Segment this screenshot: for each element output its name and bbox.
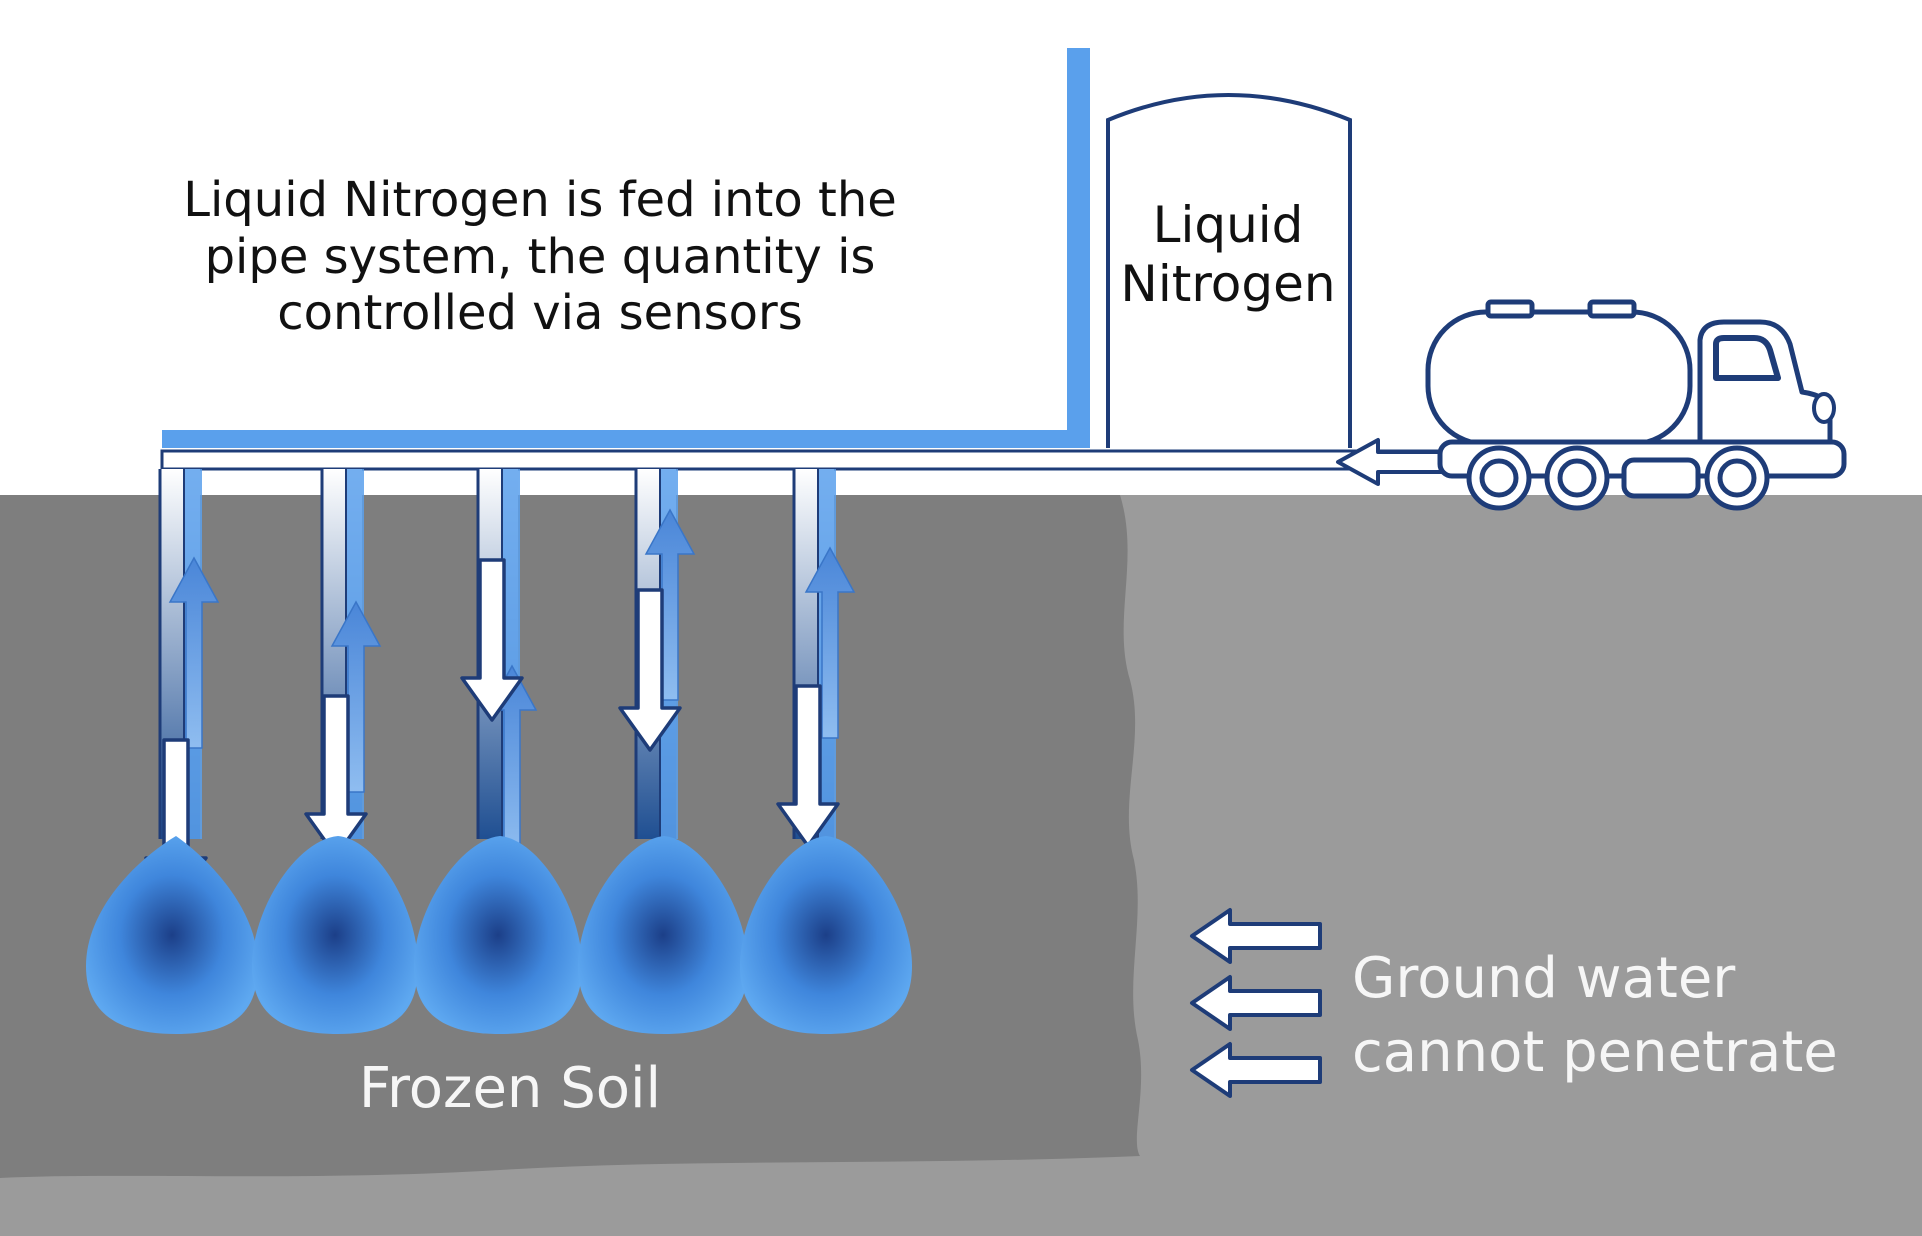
tank-label-line: Nitrogen bbox=[1120, 255, 1336, 313]
description-line: pipe system, the quantity is bbox=[204, 228, 876, 285]
tank-label: Liquid Nitrogen bbox=[1108, 196, 1348, 314]
frozen-soil-label: Frozen Soil bbox=[358, 1056, 662, 1121]
description-line: Liquid Nitrogen is fed into the bbox=[183, 172, 897, 228]
description-line: controlled via sensors bbox=[277, 285, 803, 342]
tank-label-line: Liquid bbox=[1152, 196, 1304, 254]
groundwater-arrows bbox=[1190, 908, 1322, 1098]
groundwater-label-line: Ground water bbox=[1352, 946, 1736, 1011]
nitrogen-tank-icon bbox=[1106, 93, 1352, 448]
description-label: Liquid Nitrogen is fed into the pipe sys… bbox=[170, 172, 910, 342]
horizontal-top-pipe bbox=[162, 430, 1090, 448]
ice-bulb-4 bbox=[578, 836, 748, 1034]
frozen-ice-bulbs bbox=[86, 836, 912, 1034]
groundwater-label: Ground water cannot penetrate bbox=[1352, 942, 1872, 1090]
groundwater-label-line: cannot penetrate bbox=[1352, 1019, 1838, 1085]
ice-bulb-1 bbox=[86, 836, 258, 1034]
ice-bulb-3 bbox=[414, 836, 582, 1034]
ice-bulb-2 bbox=[252, 836, 418, 1034]
vertical-supply-pipe bbox=[1067, 48, 1090, 448]
feed-pipe bbox=[160, 449, 1452, 471]
ice-bulb-5 bbox=[740, 836, 912, 1034]
tanker-truck-icon bbox=[1425, 299, 1847, 511]
